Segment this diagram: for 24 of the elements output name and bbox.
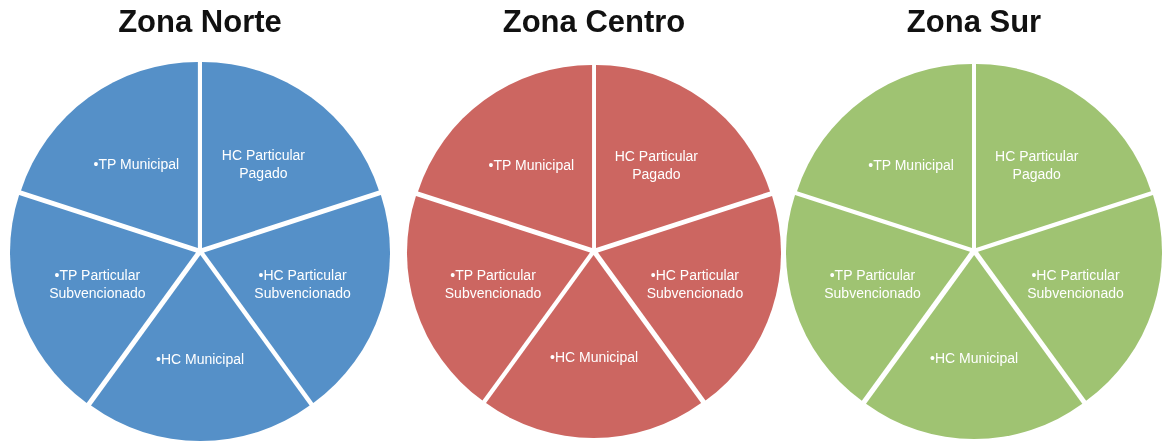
pie-segment [976,63,1152,248]
pie-segment [202,61,380,248]
pie-segment [20,61,198,248]
segment-label: •HC Particular Subvencionado [253,266,352,303]
segment-label: •TP Particular Subvencionado [443,265,543,302]
chart-title: Zona Norte [118,4,282,40]
pie-segment [796,63,972,248]
pie-segment [417,64,592,248]
segment-label: •TP Particular Subvencionado [823,265,922,302]
segment-label: HC Particular Pagado [613,147,699,184]
pie-segment [596,64,771,248]
segment-label: •TP Municipal [93,154,180,173]
segment-label: •HC Municipal [930,348,1019,367]
segment-label: •TP Municipal [488,156,575,175]
segment-label: •HC Particular Subvencionado [645,265,745,302]
chart-title: Zona Centro [502,4,686,40]
segment-label: •HC Particular Subvencionado [1026,265,1125,302]
segment-label: •HC Municipal [156,349,245,368]
segment-label: •TP Particular Subvencionado [48,266,147,303]
segment-label: •TP Municipal [868,155,954,174]
segment-label: HC Particular Pagado [220,145,306,182]
segment-label: HC Particular Pagado [994,146,1080,183]
chart-title: Zona Sur [906,4,1042,40]
segment-label: •HC Municipal [550,348,639,367]
